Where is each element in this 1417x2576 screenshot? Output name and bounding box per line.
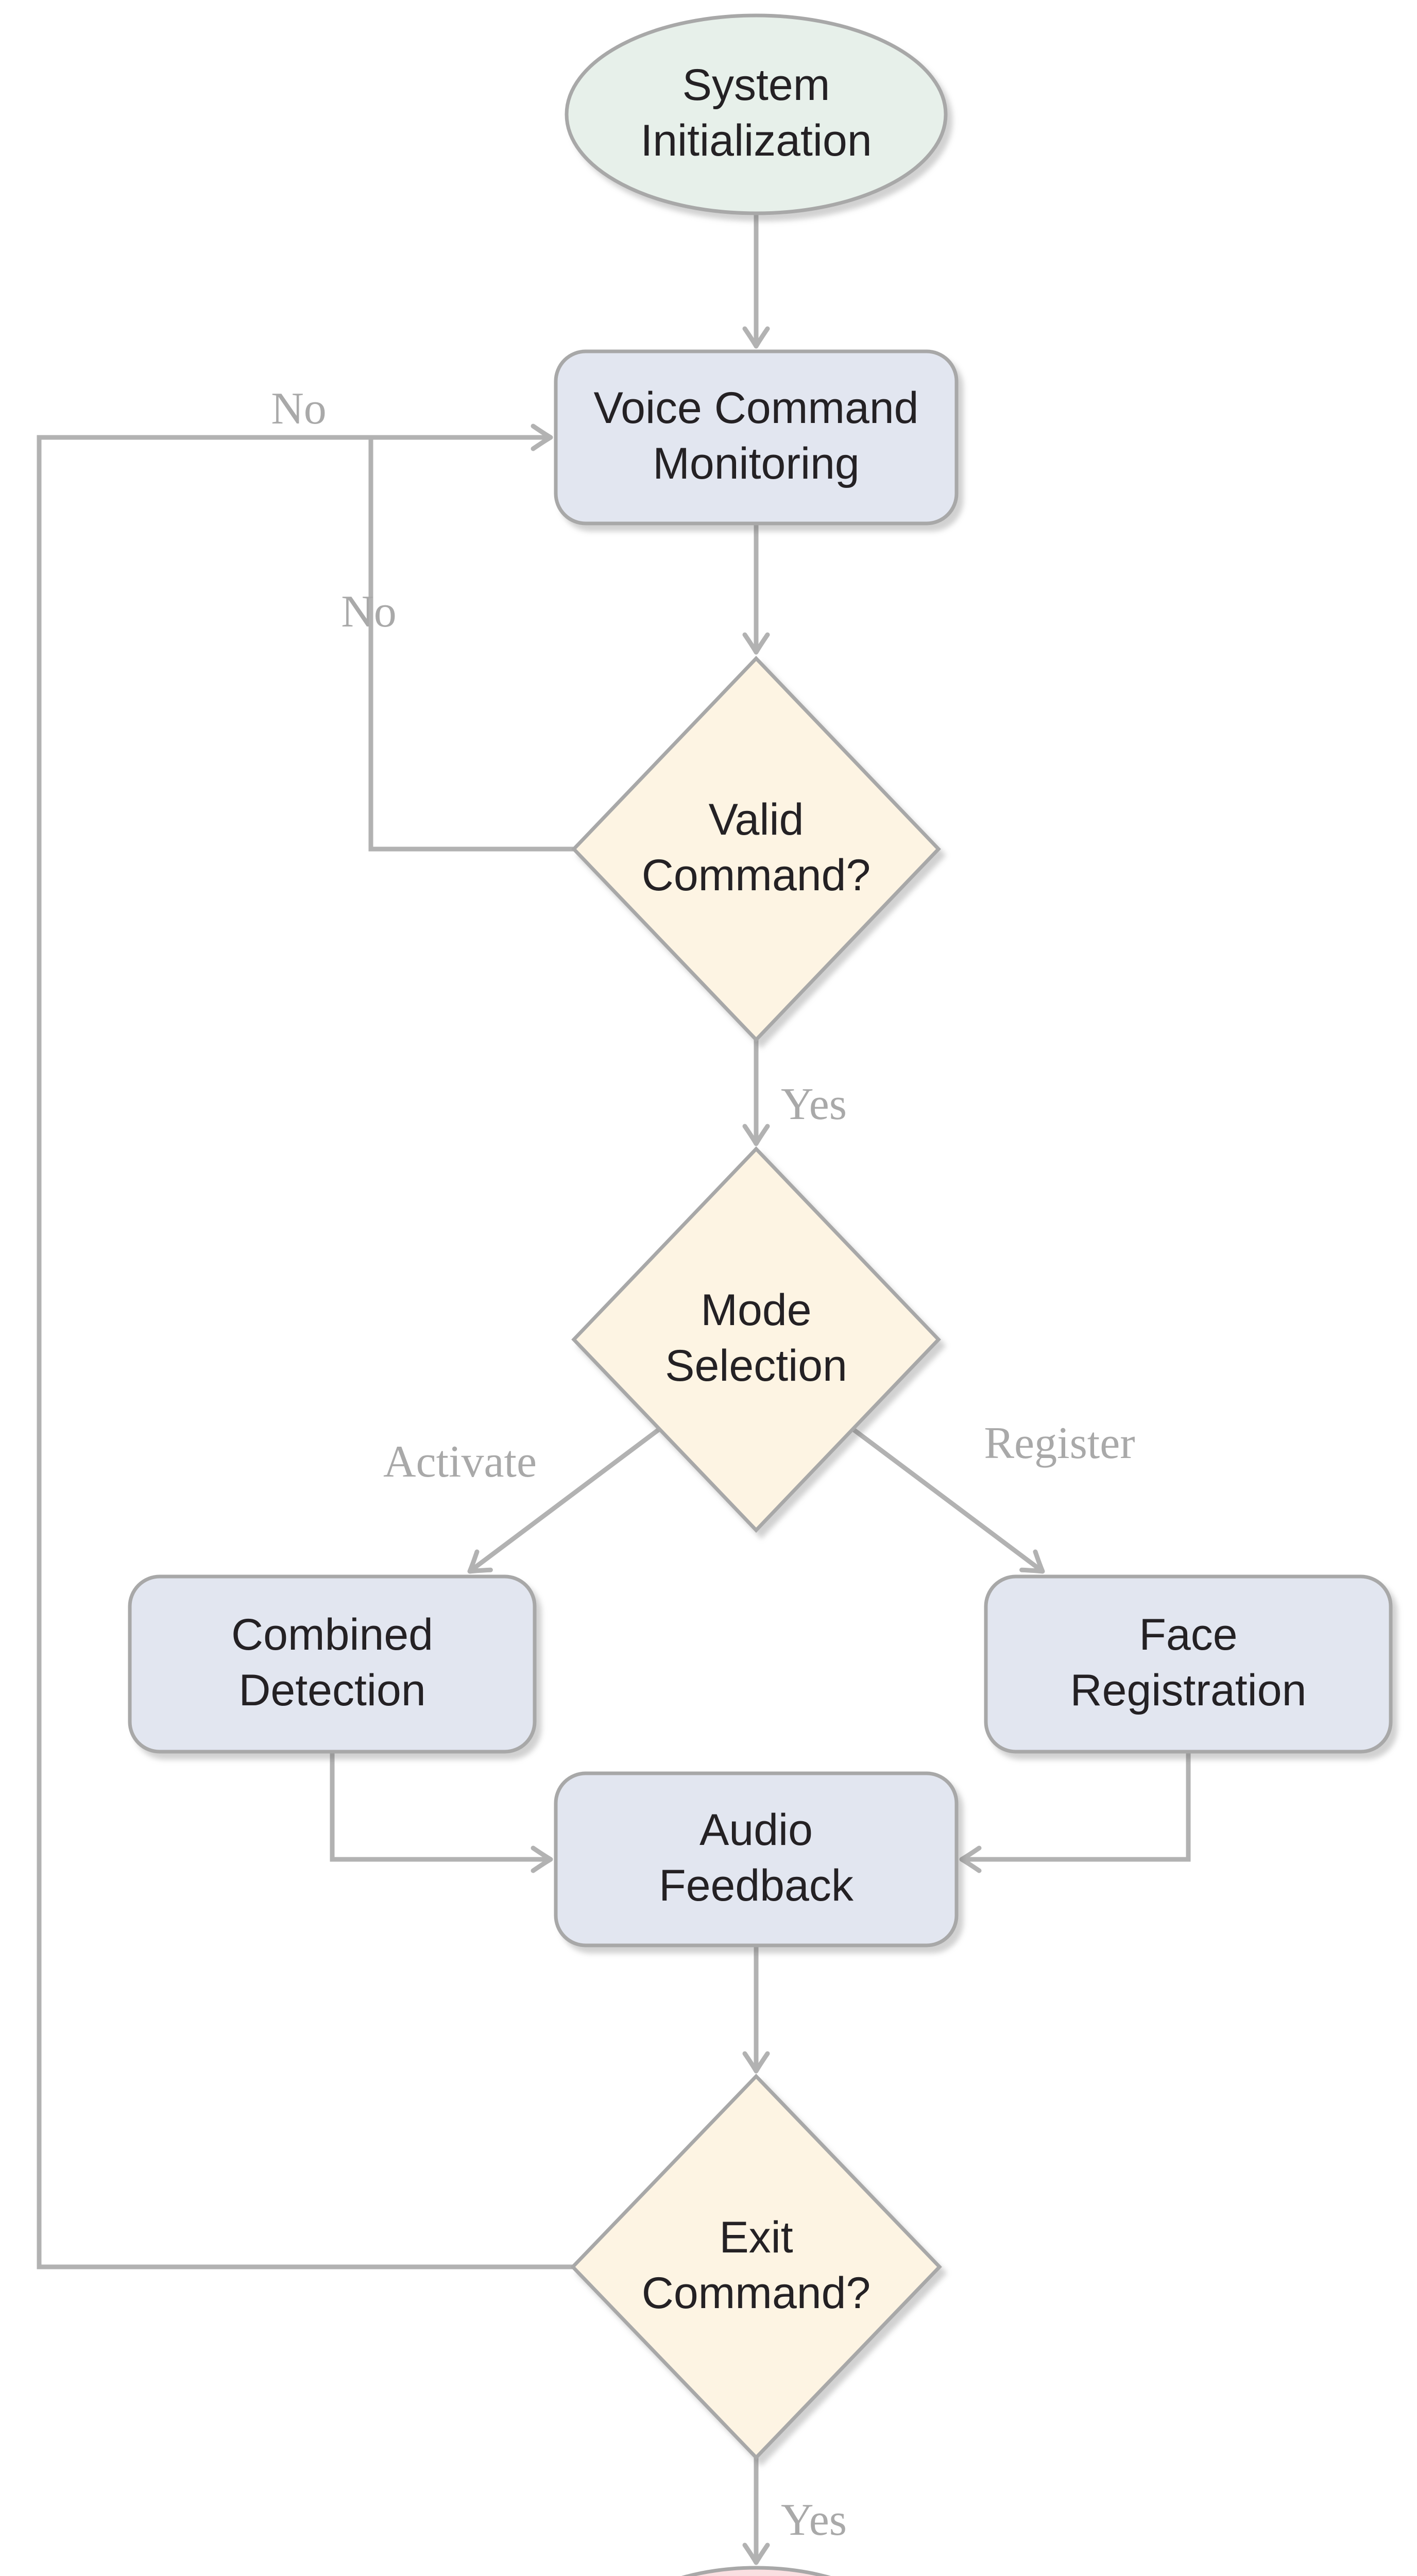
edge-mode-to-combined — [467, 1427, 661, 1574]
face-node-label-line1: Face — [1139, 1610, 1237, 1659]
edge-label-no-valid-loop: No — [341, 587, 397, 637]
valid-command-decision-node — [571, 655, 941, 1043]
face-node-label-line2: Registration — [1070, 1666, 1307, 1715]
edge-label-activate: Activate — [383, 1437, 537, 1487]
mode-node-label-line1: Mode — [701, 1285, 811, 1335]
mode-node-label-line2: Selection — [665, 1341, 847, 1391]
edges — [37, 213, 1191, 2565]
edge-label-no-exit-loop: No — [271, 384, 327, 434]
voice-node-label-line2: Monitoring — [653, 439, 860, 488]
edge-label-yes-valid: Yes — [781, 1079, 847, 1129]
combined-detection-node — [128, 1574, 537, 1754]
voice-command-monitoring-node — [554, 349, 959, 526]
voice-node-label-line1: Voice Command — [594, 383, 919, 433]
exit-node-label-line1: Exit — [719, 2213, 793, 2262]
audio-node-label-line1: Audio — [699, 1805, 813, 1855]
edge-mode-to-face — [851, 1427, 1045, 1574]
exit-node-label-line2: Command? — [642, 2268, 871, 2318]
node-labels: System Initialization Voice Command Moni… — [231, 60, 1307, 2318]
start-node — [565, 13, 948, 215]
edge-label-yes-exit: Yes — [781, 2495, 847, 2545]
audio-feedback-node — [554, 1771, 959, 1947]
combined-node-label-line2: Detection — [238, 1666, 425, 1715]
edge-face-to-audio — [959, 1752, 1191, 1873]
valid-node-label-line1: Valid — [709, 795, 804, 844]
nodes — [128, 13, 1393, 2576]
exit-command-decision-node — [570, 2073, 942, 2461]
edge-exit-no-loop — [37, 423, 573, 2269]
start-node-label-line1: System — [682, 60, 830, 110]
combined-node-label-line1: Combined — [231, 1610, 433, 1659]
start-node-label-line2: Initialization — [640, 116, 872, 165]
edge-label-register: Register — [984, 1418, 1135, 1468]
mode-selection-decision-node — [571, 1146, 941, 1533]
edge-combined-to-audio — [330, 1752, 553, 1873]
edge-labels: No No Yes Activate Register Yes — [271, 384, 1135, 2545]
shutdown-node — [681, 2566, 831, 2576]
audio-node-label-line2: Feedback — [659, 1861, 854, 1910]
valid-node-label-line2: Command? — [642, 851, 871, 900]
face-registration-node — [984, 1574, 1393, 1754]
edge-valid-no-loop — [368, 439, 574, 852]
